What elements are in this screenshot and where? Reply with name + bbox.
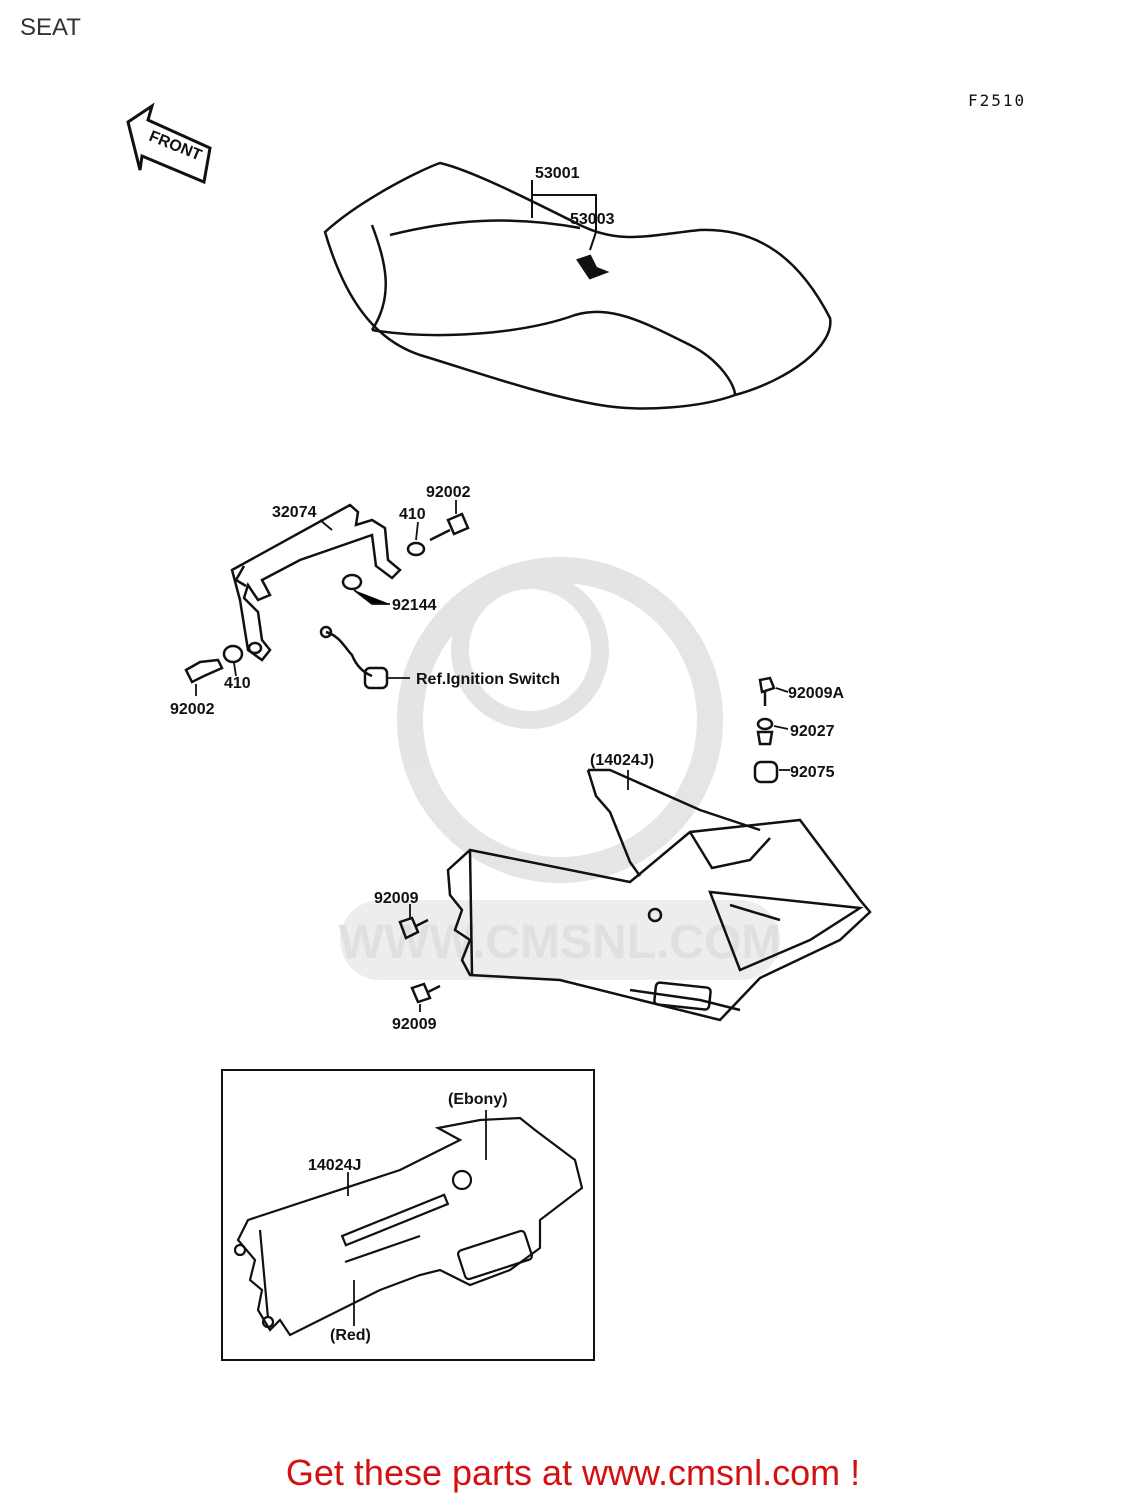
label-inset-ebony: (Ebony): [448, 1091, 508, 1108]
inset-leaders: [347, 1110, 487, 1326]
page-title: SEAT: [20, 14, 81, 41]
label-damper: 92075: [790, 764, 835, 781]
seat-drawing: [323, 161, 832, 410]
label-ignition-ref: Ref.Ignition Switch: [416, 671, 560, 688]
label-screw-a: 92009A: [788, 685, 844, 702]
label-washer-lower: 410: [224, 675, 251, 692]
front-arrow-icon: FRONT: [126, 102, 212, 185]
bracket-leaders: [195, 500, 457, 696]
watermark-text: WWW.CMSNL.COM: [339, 916, 782, 969]
seat-leaders: [531, 180, 597, 251]
label-washer-upper: 410: [399, 506, 426, 523]
label-bushing: 92144: [392, 597, 437, 614]
label-screw-lower: 92009: [392, 1016, 437, 1033]
label-bolt-upper: 92002: [426, 484, 471, 501]
label-inset-red: (Red): [330, 1327, 371, 1344]
inset-box: (Ebony) 14024J (Red): [221, 1069, 595, 1361]
label-inset-part: 14024J: [308, 1157, 361, 1174]
tail-cover-leaders: [409, 687, 790, 1012]
watermark: WWW.CMSNL.COM: [339, 557, 782, 980]
label-seat-cover: 53003: [570, 211, 615, 228]
label-bolt-lower: 92002: [170, 701, 215, 718]
label-cover-ref: (14024J): [590, 752, 654, 769]
inset-cover-drawing: [233, 1116, 584, 1337]
footer-link[interactable]: Get these parts at www.cmsnl.com !: [285, 1452, 861, 1493]
label-seat: 53001: [535, 165, 580, 182]
label-collar: 92027: [790, 723, 835, 740]
tail-cover-drawing: [398, 676, 872, 1022]
label-screw-upper: 92009: [374, 890, 419, 907]
figure-code: F2510: [968, 91, 1026, 110]
bracket-drawing: [184, 503, 470, 690]
label-bracket: 32074: [272, 504, 317, 521]
